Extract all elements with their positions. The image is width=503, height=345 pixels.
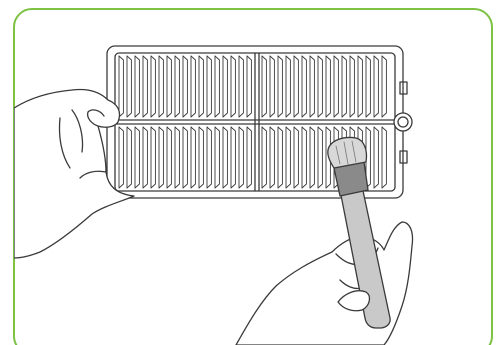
brush-bristles (328, 138, 367, 169)
